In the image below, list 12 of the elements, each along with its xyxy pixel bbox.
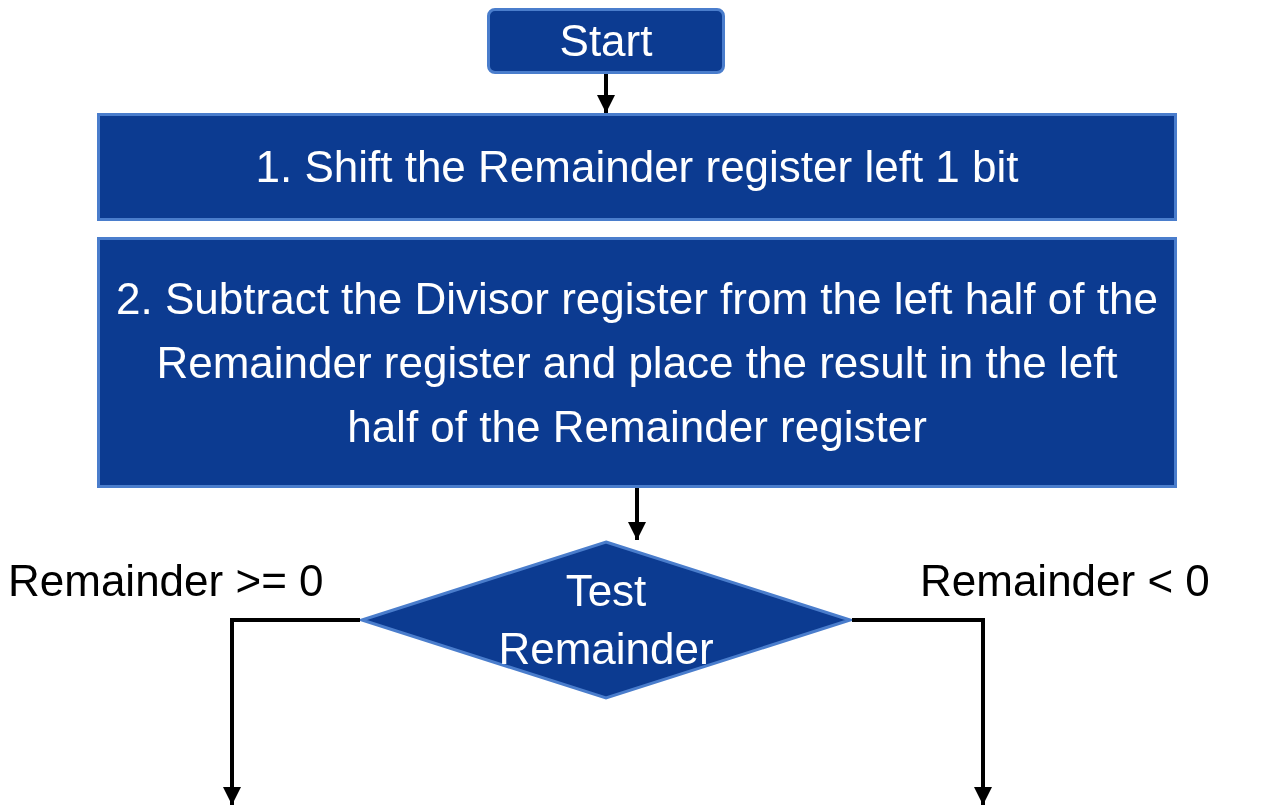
start-box: [487, 8, 725, 74]
arrow: [223, 618, 360, 805]
node-text: 1. Shift the Remainder register left 1 bit: [255, 141, 1019, 193]
node-text: 2. Subtract the Divisor register from the left half of the Remainder register and place the result in the left half of the Remainder register: [116, 272, 1158, 453]
arrow: [852, 618, 992, 805]
arrow: [628, 488, 646, 540]
decision-diamond: [360, 540, 852, 700]
node-text: Test Remainder: [497, 565, 715, 675]
node-text: Start: [559, 15, 653, 67]
arrow: [597, 74, 615, 113]
process-box: [97, 237, 1177, 488]
process-box: [97, 113, 1177, 221]
